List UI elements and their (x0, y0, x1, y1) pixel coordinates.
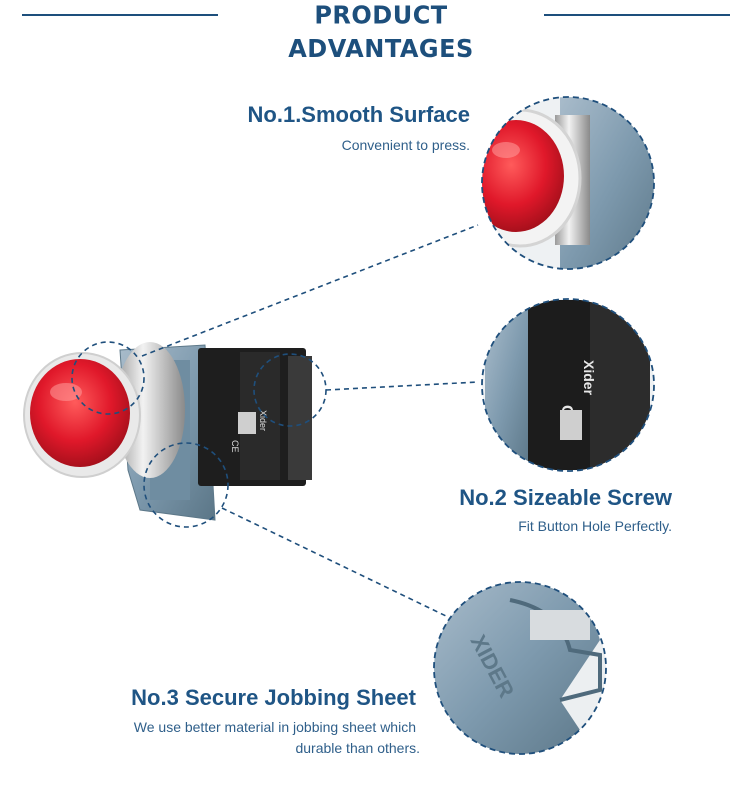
highlight-circle-sheet (143, 442, 229, 528)
leader-line-3 (221, 507, 447, 617)
page-title: PRODUCT ADVANTAGES (288, 0, 474, 64)
header-line-right (544, 14, 730, 16)
zoom-circle-screw: CE Xider (481, 298, 655, 472)
feature-1-title: No.1.Smooth Surface (247, 102, 470, 127)
feature-1-desc: Convenient to press. (341, 137, 470, 153)
feature-2-title: No.2 Sizeable Screw (459, 485, 672, 510)
feature-3-desc-line1: We use better material in jobbing sheet … (133, 719, 416, 735)
leader-line-2 (325, 381, 479, 391)
zoom-circle-sheet: XIDER (433, 581, 607, 755)
zoom-circle-surface (481, 96, 655, 270)
brand-mark-zoom: Xider (581, 360, 597, 396)
feature-3-desc-line2: durable than others. (295, 740, 420, 756)
ce-mark-small: CE (230, 440, 240, 453)
leader-line-1 (141, 224, 479, 357)
header-line-left (22, 14, 218, 16)
feature-2-desc: Fit Button Hole Perfectly. (518, 518, 672, 534)
brand-mark-small: Xider (258, 410, 268, 431)
feature-3-title: No.3 Secure Jobbing Sheet (131, 685, 416, 710)
push-button-product: Xider CE (23, 342, 312, 521)
highlight-circle-surface (71, 341, 145, 415)
